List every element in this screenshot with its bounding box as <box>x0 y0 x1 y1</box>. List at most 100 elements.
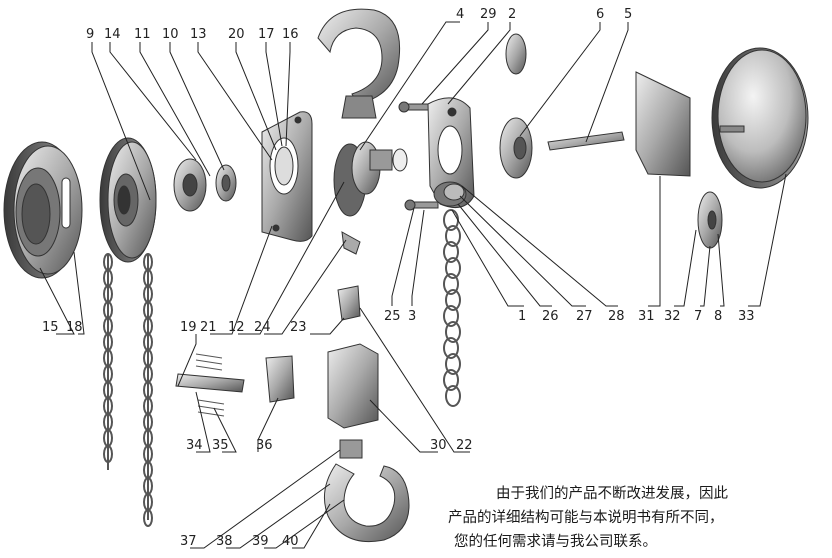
label-10: 10 <box>162 27 179 42</box>
label-13: 13 <box>190 27 207 42</box>
label-36: 36 <box>256 438 273 453</box>
chain-link <box>443 369 459 391</box>
part-30-hook-frame <box>327 343 379 429</box>
part-35-spring <box>195 353 225 417</box>
label-34: 34 <box>186 438 203 453</box>
part-21-side-plate <box>261 111 313 242</box>
chain-link <box>445 321 461 343</box>
leader-3 <box>411 209 425 306</box>
leader-2 <box>447 22 511 105</box>
leader-33 <box>748 173 787 307</box>
label-3: 3 <box>408 309 416 324</box>
leader-25 <box>391 207 415 306</box>
leader-26 <box>457 203 552 307</box>
label-24: 24 <box>254 320 271 335</box>
label-35: 35 <box>212 438 229 453</box>
label-25: 25 <box>384 309 401 324</box>
leader-16 <box>285 42 291 147</box>
leader-21 <box>210 225 273 335</box>
chain-link <box>443 273 459 295</box>
part-9-hand-wheel <box>99 137 157 263</box>
notice-line-2: 产品的详细结构可能与本说明书有所不同， <box>448 510 724 526</box>
leader-18 <box>73 251 85 335</box>
label-37: 37 <box>180 534 197 549</box>
parts-group <box>3 8 809 543</box>
part-10-ring <box>215 164 237 202</box>
part-36-clip <box>265 355 295 403</box>
leader-19 <box>177 334 197 387</box>
label-7: 7 <box>694 309 702 324</box>
chain-link <box>445 353 461 375</box>
leader-23 <box>310 317 345 335</box>
leader-6 <box>519 22 601 137</box>
notice-line-1: 由于我们的产品不断改进发展，因此 <box>496 486 728 502</box>
chain-link <box>445 225 461 247</box>
label-17: 17 <box>258 27 275 42</box>
part-31-bracket <box>635 71 691 177</box>
label-8: 8 <box>714 309 722 324</box>
bottom-hook <box>323 439 410 543</box>
leader-14 <box>109 42 197 161</box>
leader-11 <box>139 42 211 177</box>
label-15: 15 <box>42 320 59 335</box>
leader-36 <box>257 397 279 452</box>
part-23-pawl <box>337 285 361 321</box>
label-6: 6 <box>596 7 604 22</box>
leader-8 <box>717 233 725 307</box>
leader-1 <box>451 209 524 307</box>
part-4-gear-shaft <box>333 141 408 217</box>
label-12: 12 <box>228 320 245 335</box>
leader-10 <box>169 42 225 171</box>
label-30: 30 <box>430 438 447 453</box>
leader-28 <box>461 185 618 307</box>
leader-17 <box>265 42 283 147</box>
leader-5 <box>585 22 629 143</box>
label-9: 9 <box>86 27 94 42</box>
hand-chain-links <box>103 253 153 527</box>
label-11: 11 <box>134 27 151 42</box>
label-19: 19 <box>180 320 197 335</box>
leader-lines <box>39 21 787 549</box>
leader-15 <box>39 267 75 335</box>
label-32: 32 <box>664 309 681 324</box>
leader-32 <box>674 229 697 307</box>
chain-link <box>443 337 459 359</box>
part-1-load-chain <box>443 209 461 407</box>
part-33-gear-cover <box>711 47 809 189</box>
label-29: 29 <box>480 7 497 22</box>
part-34-pin <box>175 373 245 393</box>
leader-9 <box>91 42 151 201</box>
label-39: 39 <box>252 534 269 549</box>
part-18-wheel-cover <box>3 141 83 279</box>
label-28: 28 <box>608 309 625 324</box>
label-21: 21 <box>200 320 217 335</box>
part-26-load-sheave <box>433 181 467 207</box>
chain-link <box>143 509 153 527</box>
label-22: 22 <box>456 438 473 453</box>
leader-20 <box>235 42 277 151</box>
part-15-hand-chain <box>107 255 149 520</box>
part-29-bolt <box>398 101 449 113</box>
label-4: 4 <box>456 7 464 22</box>
label-14: 14 <box>104 27 121 42</box>
label-20: 20 <box>228 27 245 42</box>
leader-4 <box>359 21 460 151</box>
leader-12 <box>238 181 345 335</box>
chain-link <box>103 445 113 463</box>
chain-link <box>445 385 461 407</box>
label-31: 31 <box>638 309 655 324</box>
label-1: 1 <box>518 309 526 324</box>
label-27: 27 <box>576 309 593 324</box>
chain-link <box>443 241 459 263</box>
leader-34 <box>195 391 211 453</box>
product-notice: 由于我们的产品不断改进发展，因此 产品的详细结构可能与本说明书有所不同， 您的任… <box>448 482 768 554</box>
label-18: 18 <box>66 320 83 335</box>
leader-27 <box>459 195 586 307</box>
leader-39 <box>264 499 345 549</box>
label-38: 38 <box>216 534 233 549</box>
leader-37 <box>190 449 341 549</box>
part-24-pin <box>341 231 361 255</box>
notice-line-3: 您的任何需求请与我公司联系。 <box>454 534 657 550</box>
leader-29 <box>421 22 489 105</box>
